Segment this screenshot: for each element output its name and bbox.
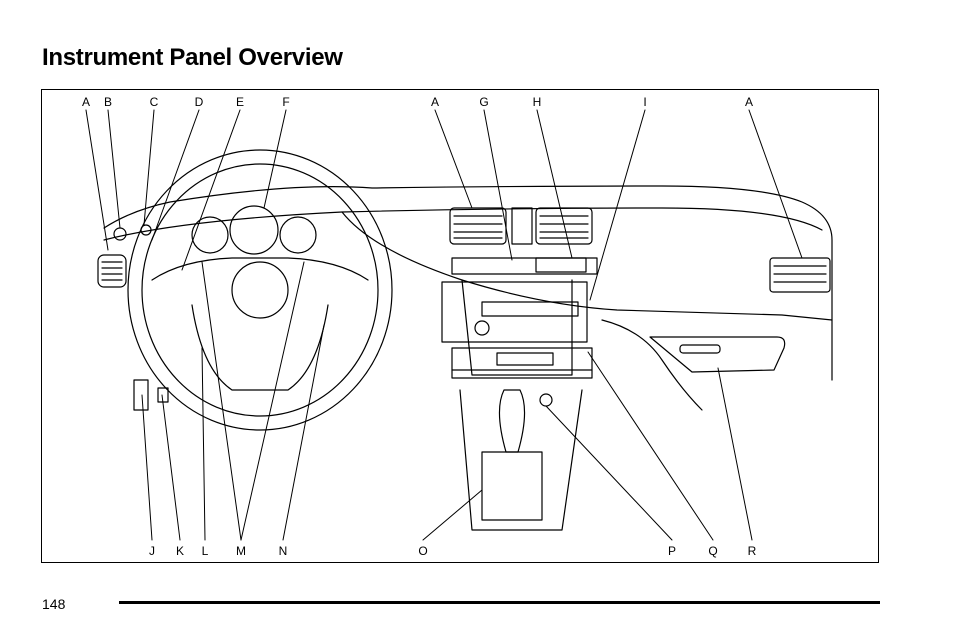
footer-rule — [119, 601, 880, 604]
callout-label-j: J — [149, 544, 155, 558]
callout-label-a-right: A — [744, 95, 754, 109]
callout-label-c: C — [149, 95, 159, 109]
callout-label-p: P — [667, 544, 677, 558]
instrument-panel-illustration: A B C D E F A G H I A J K L M N O P Q R — [41, 89, 879, 563]
callout-label-o: O — [418, 544, 428, 558]
center-console — [459, 389, 583, 531]
callout-label-g: G — [479, 95, 489, 109]
instrument-cluster — [113, 205, 317, 255]
page-title: Instrument Panel Overview — [42, 44, 343, 71]
callout-label-i: I — [643, 95, 647, 109]
center-stack — [441, 257, 598, 379]
glove-box — [649, 336, 786, 373]
callout-label-a-center: A — [430, 95, 440, 109]
callout-label-l: L — [201, 544, 209, 558]
callout-label-b: B — [103, 95, 113, 109]
steering-wheel — [127, 149, 393, 431]
callout-label-n: N — [278, 544, 288, 558]
callout-label-r: R — [747, 544, 757, 558]
callout-label-f: F — [282, 95, 290, 109]
callout-label-d: D — [194, 95, 204, 109]
callout-label-m: M — [236, 544, 246, 558]
callout-label-k: K — [175, 544, 185, 558]
callout-label-q: Q — [708, 544, 718, 558]
page-number: 148 — [42, 596, 66, 612]
center-air-vents — [449, 207, 593, 245]
left-air-vent — [97, 254, 127, 288]
callout-label-h: H — [532, 95, 542, 109]
callout-label-e: E — [235, 95, 245, 109]
callout-leader-lines — [85, 109, 803, 541]
right-air-vent — [769, 257, 831, 293]
callout-label-a-left: A — [81, 95, 91, 109]
dashboard-line-drawing — [85, 109, 833, 541]
dashboard-outline — [103, 185, 833, 381]
